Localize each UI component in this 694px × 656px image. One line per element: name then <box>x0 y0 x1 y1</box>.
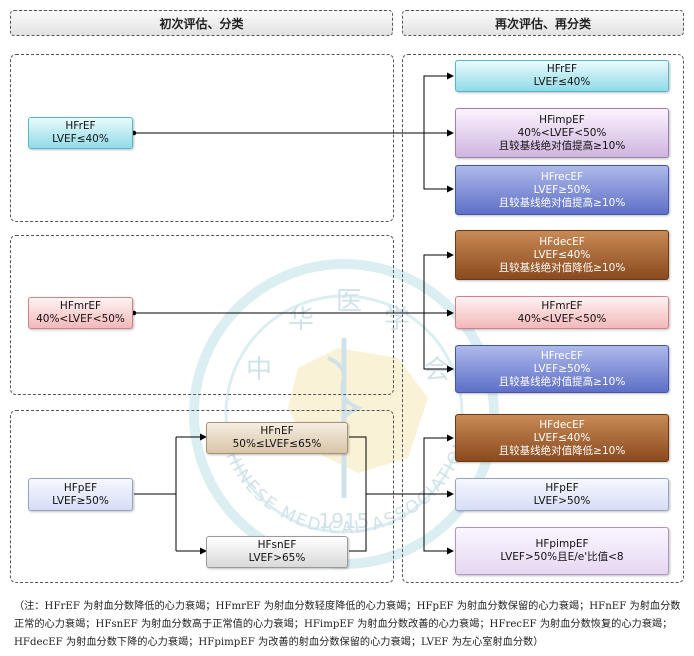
watermark-char: 医 <box>336 287 362 317</box>
panel-hfmref <box>10 235 394 395</box>
box-hfdecef-2: HFdecEF LVEF≤40% 且较基线绝对值降低≥10% <box>455 414 669 462</box>
box-criteria: LVEF≤40% <box>533 76 591 88</box>
box-hfrecef-1: HFrecEF LVEF≥50% 且较基线绝对值提高≥10% <box>455 165 669 215</box>
box-criteria: 40%<LVEF<50% <box>517 126 607 139</box>
box-criteria: LVEF>65% <box>248 552 306 564</box>
watermark-char: 会 <box>424 355 450 385</box>
box-criteria: LVEF≤40% <box>533 248 591 261</box>
box-criteria: 且较基线绝对值降低≥10% <box>498 261 626 274</box>
box-criteria: LVEF≥50% <box>533 183 591 196</box>
box-title: HFdecEF <box>539 235 585 248</box>
box-criteria: LVEF≥50% <box>533 362 591 375</box>
box-criteria: LVEF≤40% <box>52 133 109 145</box>
box-criteria: 且较基线绝对值提高≥10% <box>498 196 626 209</box>
panel-reassess <box>402 54 684 583</box>
box-title: HFpimpEF <box>535 538 589 550</box>
box-hfref-initial: HFrEF LVEF≤40% <box>28 117 133 149</box>
box-criteria: 50%≤LVEF≤65% <box>232 438 322 450</box>
box-hfsnef: HFsnEF LVEF>65% <box>206 536 348 568</box>
box-title: HFnEF <box>260 425 294 437</box>
box-title: HFsnEF <box>257 539 297 551</box>
box-hfnef: HFnEF 50%≤LVEF≤65% <box>206 422 348 454</box>
box-hfpef-initial: HFpEF LVEF≥50% <box>28 478 133 511</box>
box-title: HFpEF <box>63 481 98 494</box>
header-initial-label: 初次评估、分类 <box>159 16 244 31</box>
box-title: HFrEF <box>546 63 578 75</box>
box-criteria: 且较基线绝对值提高≥10% <box>498 375 626 388</box>
panel-hfref <box>10 54 394 222</box>
header-reassess: 再次评估、再分类 <box>402 10 684 36</box>
box-title: HFimpEF <box>539 113 585 126</box>
box-title: HFmrEF <box>59 300 102 312</box>
box-hfimpef: HFimpEF 40%<LVEF<50% 且较基线绝对值提高≥10% <box>455 108 669 158</box>
box-criteria: 40%<LVEF<50% <box>517 312 607 325</box>
box-hfdecef-1: HFdecEF LVEF≤40% 且较基线绝对值降低≥10% <box>455 230 669 280</box>
box-criteria: LVEF≤40% <box>533 431 591 444</box>
box-hfpimpef: HFpimpEF LVEF>50%且E/e'比值<8 <box>455 527 669 575</box>
box-criteria: LVEF≥50% <box>52 494 109 507</box>
box-title: HFpEF <box>545 481 579 494</box>
watermark-char: 华 <box>288 305 314 335</box>
box-title: HFrecEF <box>540 349 584 362</box>
watermark-char: 中 <box>246 355 272 385</box>
header-reassess-label: 再次评估、再分类 <box>494 16 591 31</box>
box-hfmref-initial: HFmrEF 40%<LVEF<50% <box>28 297 133 329</box>
box-criteria: 且较基线绝对值降低≥10% <box>498 444 626 457</box>
header-initial: 初次评估、分类 <box>10 10 393 36</box>
footnote: （注：HFrEF 为射血分数降低的心力衰竭；HFmrEF 为射血分数轻度降低的心… <box>14 601 681 648</box>
box-criteria: LVEF>50% <box>533 494 591 507</box>
box-criteria: 且较基线绝对值提高≥10% <box>498 139 626 152</box>
watermark-char: 学 <box>384 305 410 335</box>
panel-hfpef <box>10 410 394 583</box>
watermark-year: 1915 <box>319 509 370 533</box>
box-title: HFdecEF <box>539 418 585 431</box>
box-criteria: 40%<LVEF<50% <box>36 313 125 325</box>
box-title: HFmrEF <box>541 299 583 312</box>
box-criteria: LVEF>50%且E/e'比值<8 <box>500 551 624 563</box>
box-hfmref-reassess: HFmrEF 40%<LVEF<50% <box>455 296 669 329</box>
box-title: HFrEF <box>65 120 96 132</box>
box-hfrecef-2: HFrecEF LVEF≥50% 且较基线绝对值提高≥10% <box>455 345 669 393</box>
box-hfref-reassess: HFrEF LVEF≤40% <box>455 60 669 92</box>
box-hfpef-reassess: HFpEF LVEF>50% <box>455 478 669 511</box>
box-title: HFrecEF <box>540 170 584 183</box>
